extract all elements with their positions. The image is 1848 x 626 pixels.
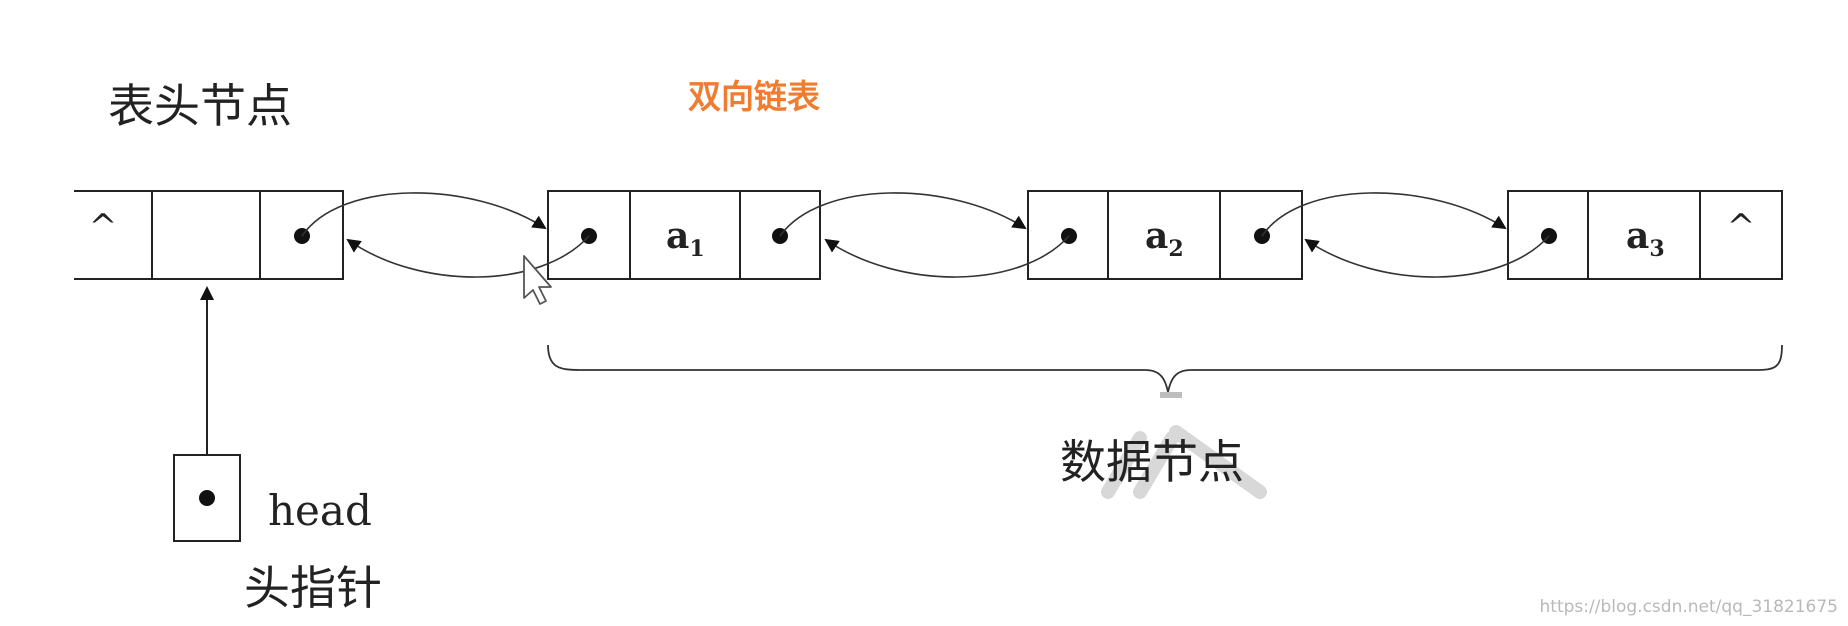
node-a3-border <box>1507 190 1783 280</box>
head-pointer-dot <box>199 490 215 506</box>
head-label: head <box>268 486 372 535</box>
head-pointer-label: 头指针 <box>244 561 382 615</box>
node-a1-data: a1 <box>666 215 705 262</box>
data-nodes-brace <box>547 344 1783 393</box>
link-a3-to-a2 <box>1304 235 1550 278</box>
header-node-border <box>74 190 344 280</box>
link-header-to-a1 <box>301 192 547 237</box>
watermark-scribble <box>1101 425 1267 499</box>
node-a2: a2 <box>1027 190 1303 280</box>
node-a3: a3 ^ <box>1507 190 1783 280</box>
link-a2-to-a3 <box>1261 192 1507 237</box>
header-node: ^ <box>74 190 344 280</box>
diagram-title: 双向链表 <box>688 77 820 116</box>
link-a2-to-a1 <box>824 235 1070 278</box>
head-pointer: head 头指针 <box>173 286 382 615</box>
header-node-label: 表头节点 <box>108 79 292 133</box>
data-nodes-label-group: 数据节点 <box>1060 392 1267 499</box>
node-a1: a1 <box>547 190 821 280</box>
data-nodes-label: 数据节点 <box>1060 435 1244 489</box>
link-a1-to-a2 <box>779 192 1027 237</box>
brace-mark <box>1160 392 1182 398</box>
watermark-text: https://blog.csdn.net/qq_31821675 <box>1540 597 1838 617</box>
node-a2-data: a2 <box>1145 215 1184 262</box>
node-a3-data: a3 <box>1626 215 1665 262</box>
mouse-cursor-icon <box>523 255 552 305</box>
header-null-prior: ^ <box>89 207 118 247</box>
link-a1-to-header <box>346 235 590 278</box>
node-a3-null-next: ^ <box>1727 207 1756 247</box>
